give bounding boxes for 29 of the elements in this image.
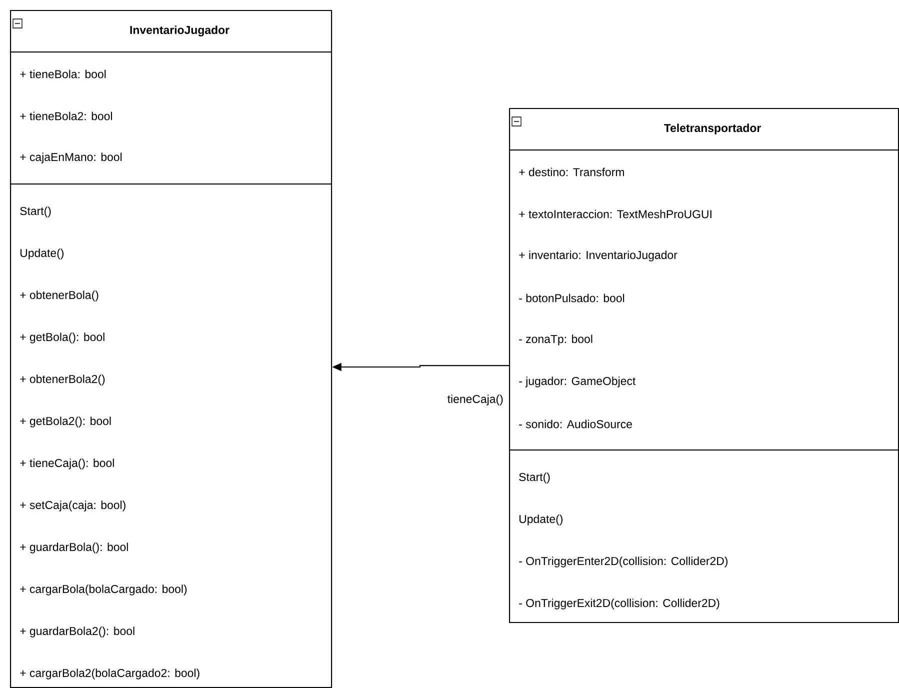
member-text: Update() <box>519 514 562 526</box>
member-text: + cargarBola(bolaCargado: bool) <box>20 584 187 596</box>
class-name: Teletransportador <box>664 124 761 134</box>
member-text: + tieneBola: bool <box>20 70 106 78</box>
member-text: + inventario: InventarioJugador <box>519 250 678 262</box>
member-text: - OnTriggerExit2D(collision: Collider2D) <box>519 598 720 610</box>
member-text: + obtenerBola() <box>20 290 98 302</box>
member-text: Start() <box>20 206 51 218</box>
member-text: + guardarBola2(): bool <box>20 626 134 638</box>
member-text: + tieneCaja(): bool <box>20 458 114 470</box>
member-text: - botonPulsado: bool <box>519 294 624 302</box>
class-name: InventarioJugador <box>130 26 230 36</box>
member-text: + tieneBola2: bool <box>20 112 112 120</box>
member-text: + getBola(): bool <box>20 332 104 344</box>
member-text: + obtenerBola2() <box>20 374 105 386</box>
member-text: - OnTriggerEnter2D(collision: Collider2D) <box>519 556 728 568</box>
member-text: - sonido: AudioSource <box>519 420 632 428</box>
member-text: Update() <box>20 248 64 260</box>
member-text: + destino: Transform <box>519 168 624 176</box>
member-text: + setCaja(caja: bool) <box>20 500 126 512</box>
member-text: + cajaEnMano: bool <box>20 152 122 164</box>
member-text: - zonaTp: bool <box>519 334 592 346</box>
member-text: Start() <box>519 472 550 484</box>
member-text: + textoInteraccion: TextMeshProUGUI <box>519 210 712 218</box>
member-text: - jugador: GameObject <box>519 376 636 388</box>
member-text: + getBola2(): bool <box>20 416 111 428</box>
member-text: + guardarBola(): bool <box>20 542 128 554</box>
edge-label: tieneCaja() <box>446 393 505 407</box>
member-text: + cargarBola2(bolaCargado2: bool) <box>20 668 200 680</box>
